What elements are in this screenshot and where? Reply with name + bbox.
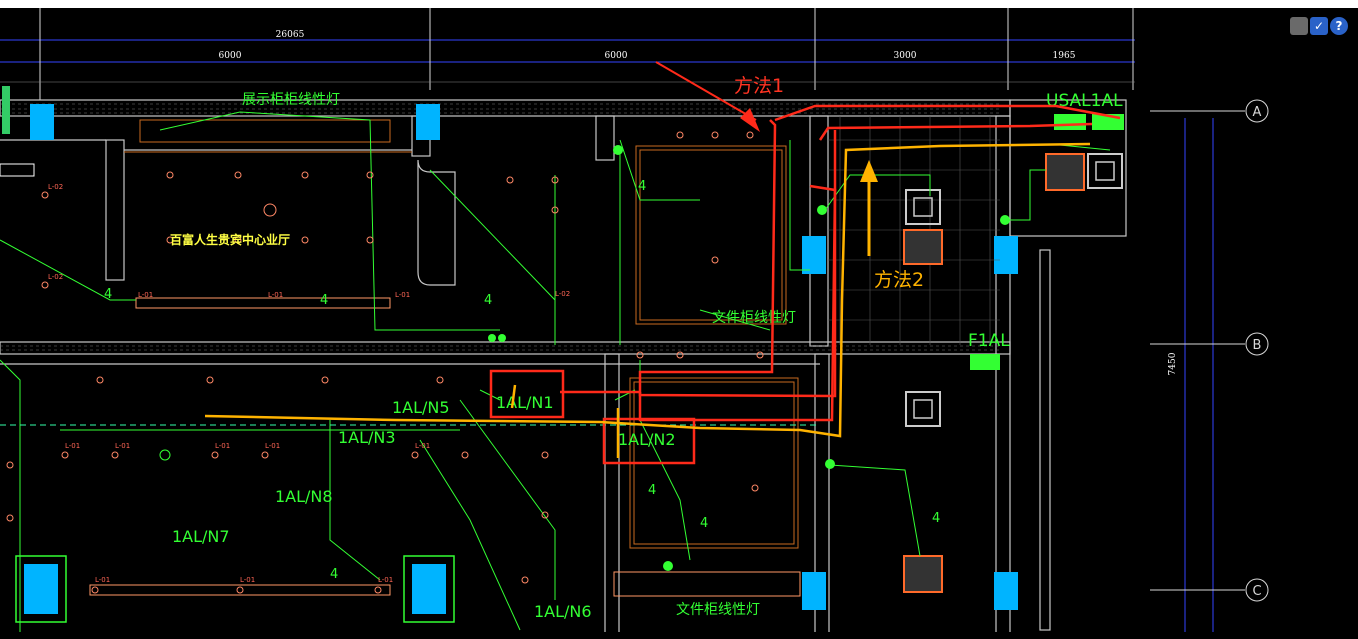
svg-text:4: 4	[700, 516, 708, 531]
column-bases	[15, 555, 455, 623]
panel-usal1al-a	[1054, 114, 1086, 130]
svg-text:4: 4	[638, 179, 646, 194]
highlight-box-n1	[489, 369, 565, 419]
dim-segment: 3000	[894, 51, 917, 61]
label-display-cabinet-light: 展示柜柜线性灯	[242, 92, 340, 108]
svg-text:4: 4	[104, 287, 112, 302]
circuit-label: 1AL/N1	[496, 393, 554, 412]
label-vip-hall: 百富人生贵宾中心业厅	[170, 232, 290, 247]
label-file-cabinet-light: 文件柜线性灯	[712, 310, 796, 326]
svg-text:C: C	[1252, 584, 1261, 599]
junction-dots	[488, 145, 1010, 571]
svg-text:L-01: L-01	[265, 442, 280, 450]
toolbar-grip	[1290, 17, 1308, 35]
svg-text:4: 4	[648, 483, 656, 498]
svg-text:L-01: L-01	[378, 576, 393, 584]
return-grilles	[903, 153, 1085, 593]
svg-text:L-01: L-01	[65, 442, 80, 450]
top-border	[0, 0, 1358, 8]
vertical-dimension	[1150, 110, 1245, 635]
circuit-label: 1AL/N5	[392, 398, 450, 417]
svg-text:L-02: L-02	[48, 273, 63, 281]
axis-bubble-a: A	[1245, 99, 1269, 123]
circuit-label: 1AL/N3	[338, 428, 396, 447]
dim-vertical: 7450	[1168, 352, 1178, 375]
svg-text:L-01: L-01	[95, 576, 110, 584]
svg-text:4: 4	[320, 293, 328, 308]
dim-segment: 6000	[219, 51, 242, 61]
stair-marker	[0, 163, 35, 177]
svg-text:L-01: L-01	[268, 291, 283, 299]
svg-text:L-01: L-01	[415, 442, 430, 450]
svg-text:L-01: L-01	[395, 291, 410, 299]
highlight-box-n2	[602, 417, 696, 465]
method1-arrow	[655, 61, 760, 132]
axis-bubble-b: B	[1245, 332, 1269, 356]
circuit-label: 1AL/N2	[618, 430, 676, 449]
svg-text:L-01: L-01	[215, 442, 230, 450]
wiring	[0, 111, 1111, 635]
room-outlines	[124, 119, 799, 549]
method2-arrow	[860, 160, 878, 256]
circuit-label: 1AL/N8	[275, 487, 333, 506]
downlights	[6, 131, 764, 594]
viewport-toolbar: ✓ ?	[1290, 16, 1348, 36]
circuit-label: 1AL/N6	[534, 602, 592, 621]
svg-text:A: A	[1253, 105, 1262, 120]
circuit-label: 1AL/N7	[172, 527, 230, 546]
svg-text:4: 4	[932, 511, 940, 526]
annotation-method1: 方法1	[734, 75, 784, 97]
wall-hatching	[0, 103, 1000, 351]
bottom-edge	[0, 632, 1358, 639]
panel-f1al	[970, 354, 1000, 370]
check-icon[interactable]: ✓	[1310, 17, 1328, 35]
svg-text:4: 4	[484, 293, 492, 308]
svg-text:B: B	[1253, 338, 1262, 353]
svg-text:L-02: L-02	[555, 290, 570, 298]
label-file-cabinet-light: 文件柜线性灯	[676, 602, 760, 618]
walls	[0, 99, 1127, 639]
svg-text:L-02: L-02	[48, 183, 63, 191]
svg-text:L-01: L-01	[138, 291, 153, 299]
fixture-tags: L-02 L-02 L-01 L-01 L-01 L-02 L-01 L-01 …	[48, 183, 570, 584]
dim-segment: 1965	[1053, 51, 1076, 61]
wire-count-tags: 4 4 4 4 4 4 4 4	[104, 179, 940, 582]
axis-bubble-c: C	[1245, 578, 1269, 602]
scroll-marker	[2, 86, 10, 134]
svg-text:4: 4	[330, 567, 338, 582]
panel-label-usal1al: USAL1AL	[1046, 91, 1123, 111]
method1-route	[560, 104, 1121, 422]
method2-route	[204, 142, 1091, 458]
dimension-lines	[0, 8, 1135, 100]
dim-total: 26065	[276, 30, 305, 40]
svg-text:L-01: L-01	[240, 576, 255, 584]
panel-label-f1al: F1AL	[968, 331, 1010, 351]
columns	[30, 104, 1018, 610]
help-icon[interactable]: ?	[1330, 17, 1348, 35]
dim-segment: 6000	[605, 51, 628, 61]
linear-light-fixtures	[89, 297, 801, 597]
diffusers	[905, 153, 1123, 427]
annotation-method2: 方法2	[874, 269, 924, 291]
svg-text:L-01: L-01	[115, 442, 130, 450]
